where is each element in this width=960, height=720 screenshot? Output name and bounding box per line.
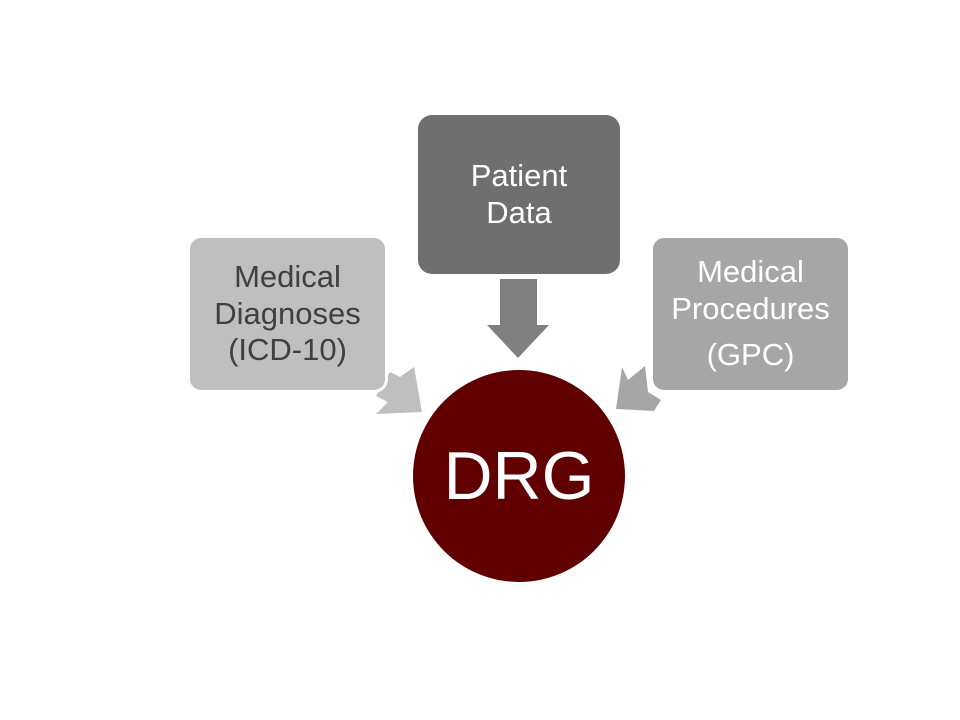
arrow-procedures-to-drg: [616, 366, 661, 411]
procedures-line-1: Medical: [697, 254, 804, 290]
patient-line-2: Data: [486, 194, 552, 230]
procedures-line-3: (GPC): [706, 337, 795, 373]
diagnoses-line-2: Diagnoses: [214, 295, 361, 331]
patient-line-1: Patient: [470, 157, 568, 193]
diagnoses-line-3: (ICD-10): [228, 332, 347, 368]
medical-procedures-box: Medical Procedures (GPC): [650, 235, 851, 393]
drg-circle: DRG: [413, 370, 625, 582]
arrow-patient-to-drg: [487, 279, 549, 358]
diagnoses-line-1: Medical: [234, 259, 341, 295]
patient-data-box: Patient Data: [418, 115, 620, 274]
procedures-line-2: Procedures: [671, 290, 830, 326]
drg-label: DRG: [443, 438, 595, 514]
medical-diagnoses-box: Medical Diagnoses (ICD-10): [187, 235, 388, 393]
